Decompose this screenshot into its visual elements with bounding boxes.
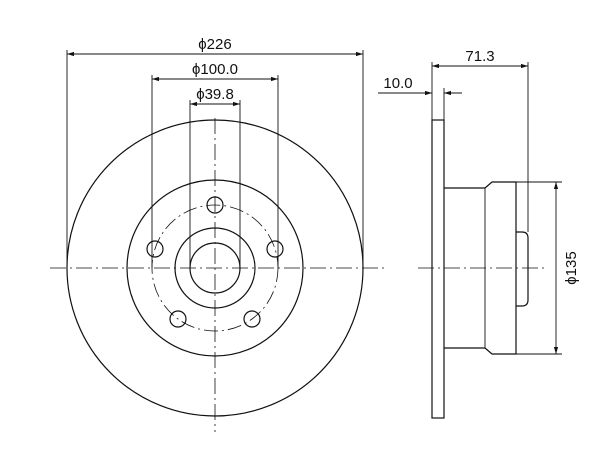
dim-label-135: ϕ135 [563, 251, 580, 284]
front-view [50, 118, 385, 432]
dimension-labels: ϕ226 ϕ100.0 ϕ39.8 71.3 10.0 ϕ135 [192, 36, 580, 285]
dim-label-100: ϕ100.0 [192, 61, 238, 78]
side-dimensions [378, 62, 562, 355]
bolt-hole [266, 240, 284, 258]
side-view [418, 119, 548, 419]
dim-label-71-3: 71.3 [465, 48, 494, 65]
front-dimensions [66, 50, 364, 268]
hub-nose [516, 231, 529, 307]
dim-label-226: ϕ226 [198, 36, 231, 53]
disc-plate [431, 119, 445, 419]
bolt-hole [169, 310, 187, 328]
bolt-hole [243, 310, 261, 328]
bolt-hole [146, 240, 164, 258]
dim-label-10: 10.0 [383, 75, 412, 92]
dim-label-39-8: ϕ39.8 [196, 86, 234, 103]
